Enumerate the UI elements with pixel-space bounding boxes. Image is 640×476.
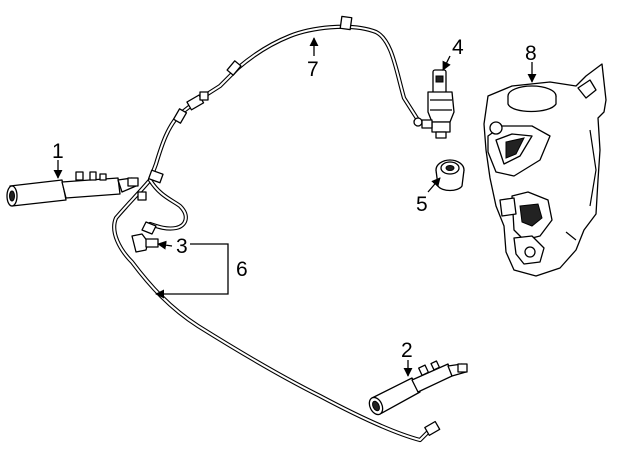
washer-pump bbox=[421, 69, 455, 139]
elbow-connector-3 bbox=[131, 221, 159, 253]
callout-1: 1 bbox=[52, 140, 64, 163]
washer-reservoir bbox=[483, 63, 607, 277]
callout-7: 7 bbox=[307, 58, 319, 81]
callout-3: 3 bbox=[176, 235, 188, 258]
headlamp-washer-nozzle-left bbox=[6, 171, 139, 207]
washer-hose-branch bbox=[147, 177, 188, 231]
washer-hose-upper bbox=[112, 24, 435, 443]
callout-2: 2 bbox=[401, 339, 413, 362]
callout-5: 5 bbox=[416, 193, 428, 216]
callout-6: 6 bbox=[236, 258, 248, 281]
pump-grommet bbox=[435, 159, 465, 192]
callout-labels: 1 2 3 4 5 6 7 8 bbox=[52, 36, 537, 362]
callout-4: 4 bbox=[452, 36, 464, 59]
hose-clips bbox=[137, 15, 441, 436]
callout-8: 8 bbox=[525, 42, 537, 65]
leader-lines bbox=[53, 37, 537, 377]
headlamp-washer-nozzle-right bbox=[368, 360, 468, 416]
